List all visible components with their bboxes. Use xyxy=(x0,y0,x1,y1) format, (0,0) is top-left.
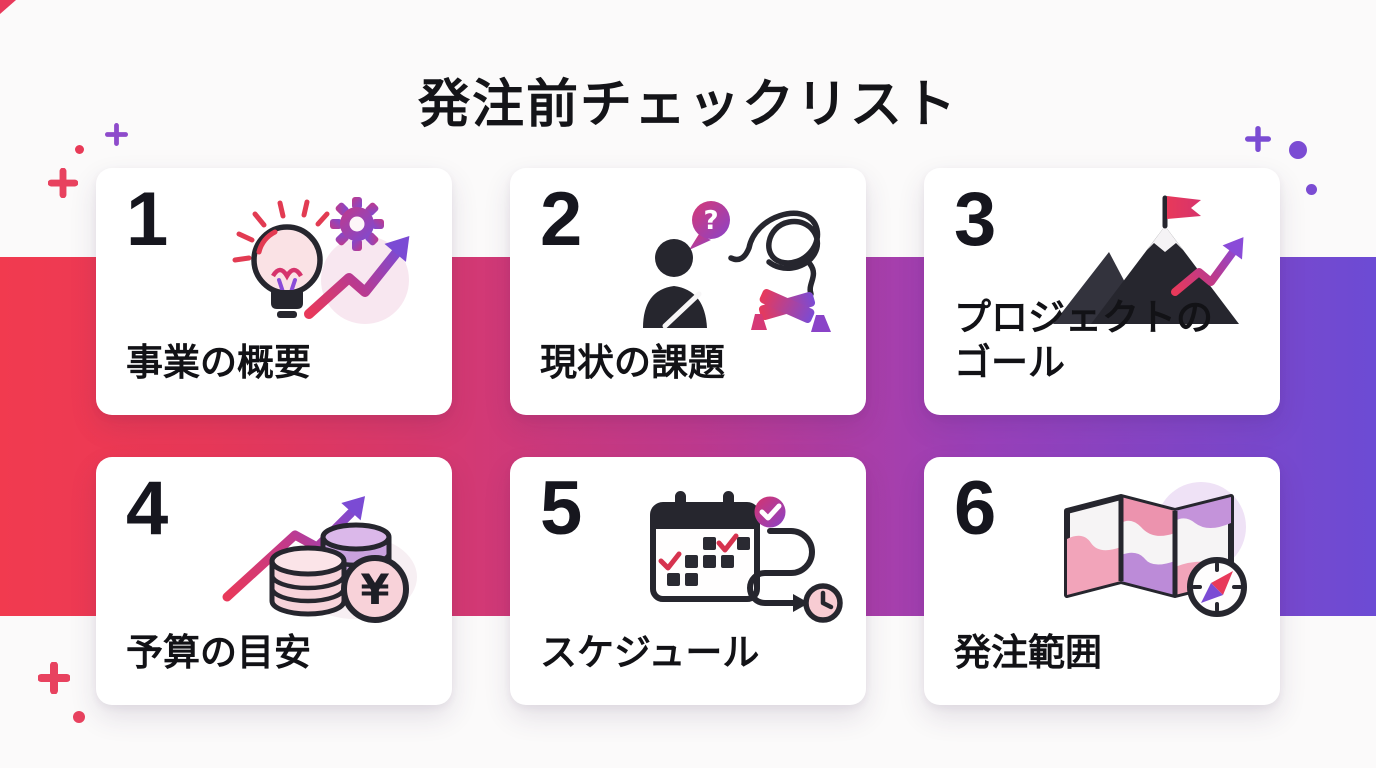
checklist-card-budget: 4 xyxy=(96,457,452,705)
svg-text:?: ? xyxy=(703,206,718,236)
card-label: 事業の概要 xyxy=(126,341,311,383)
plus-icon xyxy=(38,662,70,694)
dot-icon xyxy=(75,145,84,154)
checklist-card-project-goal: 3 プロジェクトの ゴール xyxy=(924,168,1280,415)
card-label: スケジュール xyxy=(540,631,760,673)
coins-yen-icon: ¥ xyxy=(205,477,430,627)
card-number: 5 xyxy=(540,466,583,551)
checklist-card-business-overview: 1 xyxy=(96,168,452,415)
confused-person-icon: ? xyxy=(619,188,844,338)
card-label: 発注範囲 xyxy=(954,631,1102,673)
checklist-card-current-issues: 2 ? 現状の課題 xyxy=(510,168,866,415)
dot-icon xyxy=(1289,141,1307,159)
card-number: 1 xyxy=(126,177,169,262)
plus-icon xyxy=(48,168,78,198)
checklist-card-schedule: 5 xyxy=(510,457,866,705)
calendar-clock-icon xyxy=(619,477,844,627)
plus-icon xyxy=(105,123,128,146)
card-number: 4 xyxy=(126,466,169,551)
card-number: 2 xyxy=(540,177,583,262)
card-number: 3 xyxy=(954,177,997,262)
svg-text:¥: ¥ xyxy=(360,565,389,614)
dot-icon xyxy=(1306,184,1317,195)
corner-accent xyxy=(0,0,16,14)
mountain-goal-icon xyxy=(1033,188,1258,338)
page-title: 発注前チェックリスト xyxy=(417,76,958,134)
idea-growth-icon xyxy=(205,188,430,338)
map-compass-icon xyxy=(1033,477,1258,627)
card-label: 現状の課題 xyxy=(540,341,725,383)
card-label: プロジェクトの ゴール xyxy=(954,296,1213,383)
checklist-card-order-scope: 6 発注範囲 xyxy=(924,457,1280,705)
plus-icon xyxy=(1245,126,1271,152)
card-label: 予算の目安 xyxy=(126,631,311,673)
card-number: 6 xyxy=(954,466,997,551)
dot-icon xyxy=(73,711,85,723)
